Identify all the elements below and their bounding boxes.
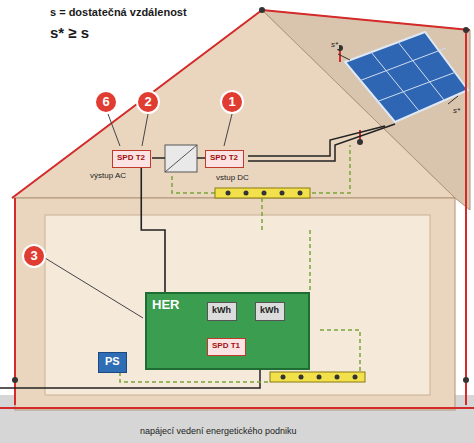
callout-number: 2 — [138, 92, 158, 112]
node-label: kWh — [212, 305, 232, 315]
dc-wire — [197, 157, 205, 159]
meter-box: kWh — [207, 302, 237, 321]
meter-box: kWh — [255, 302, 285, 321]
leader-line — [224, 114, 232, 146]
inverter-mark — [165, 145, 197, 172]
down-conductor — [14, 198, 16, 405]
dc-wire — [248, 126, 385, 156]
bonding-line — [120, 372, 270, 382]
label: s* — [330, 40, 339, 49]
wires — [0, 124, 395, 388]
distance-marks — [338, 54, 458, 104]
bonding-line — [309, 230, 311, 292]
label: napájecí vedení energetického podniku — [140, 426, 297, 436]
leader-line — [45, 258, 143, 318]
distance-mark — [448, 96, 458, 104]
label: s* ≥ s — [50, 24, 89, 41]
spd-box: SPD T2 — [112, 150, 151, 168]
callout-number: 3 — [24, 246, 44, 266]
screw — [280, 191, 285, 196]
label: výstup AC — [90, 171, 126, 180]
callout-number: 6 — [96, 92, 116, 112]
panel-line — [359, 48, 446, 81]
node-label: SPD T2 — [117, 153, 146, 162]
leader-line — [108, 114, 120, 146]
label: s* — [452, 106, 461, 115]
down-conductor — [465, 30, 467, 405]
supply-line — [0, 370, 260, 388]
bonding-bar — [270, 372, 365, 382]
house-wall — [15, 198, 455, 410]
air-terminal — [12, 10, 470, 198]
screw — [281, 375, 286, 380]
distribution-box: PS — [98, 352, 127, 373]
clamp-dots — [12, 7, 469, 383]
clamp — [463, 27, 469, 33]
clamp — [357, 139, 363, 145]
leader-line — [142, 114, 148, 146]
screw — [317, 375, 322, 380]
distance-mark — [338, 54, 350, 60]
meter-cabinet: HERkWhkWhSPD T1 — [145, 292, 310, 370]
label: vstup DC — [216, 173, 249, 182]
dc-wire — [248, 124, 395, 161]
clamp — [463, 377, 469, 383]
title: s = dostatečná vzdálenost — [50, 6, 187, 18]
screw — [335, 375, 340, 380]
solar-panel — [345, 32, 468, 122]
spd-box: SPD T2 — [205, 150, 244, 168]
node-label: PS — [105, 355, 120, 367]
screw — [298, 191, 303, 196]
callout-number: 1 — [222, 92, 242, 112]
cable — [141, 168, 165, 292]
bonding-bar — [215, 188, 310, 198]
node-label: SPD T1 — [212, 341, 241, 350]
spd-box: SPD T1 — [207, 338, 246, 356]
bar-screws — [226, 191, 303, 196]
inverter — [165, 145, 197, 172]
bar-screws — [281, 375, 358, 380]
bonding-line — [305, 145, 350, 193]
room — [45, 215, 430, 395]
leader-lines — [45, 114, 232, 318]
node-label: SPD T2 — [210, 153, 239, 162]
clamp — [12, 377, 18, 383]
panel-grid — [359, 42, 456, 111]
bonding-line — [172, 176, 215, 193]
node-label: kWh — [260, 305, 280, 315]
screw — [299, 375, 304, 380]
screw — [226, 191, 231, 196]
bonding-line — [261, 198, 263, 230]
bonding-lines — [120, 145, 360, 382]
ac-wire — [152, 157, 165, 159]
panel-line — [376, 72, 456, 102]
clamp — [259, 7, 265, 13]
screw — [244, 191, 249, 196]
earth-conductor — [0, 407, 474, 409]
screw — [262, 191, 267, 196]
screw — [353, 375, 358, 380]
bonding-line — [320, 330, 360, 372]
lightning-conductor — [0, 10, 474, 408]
